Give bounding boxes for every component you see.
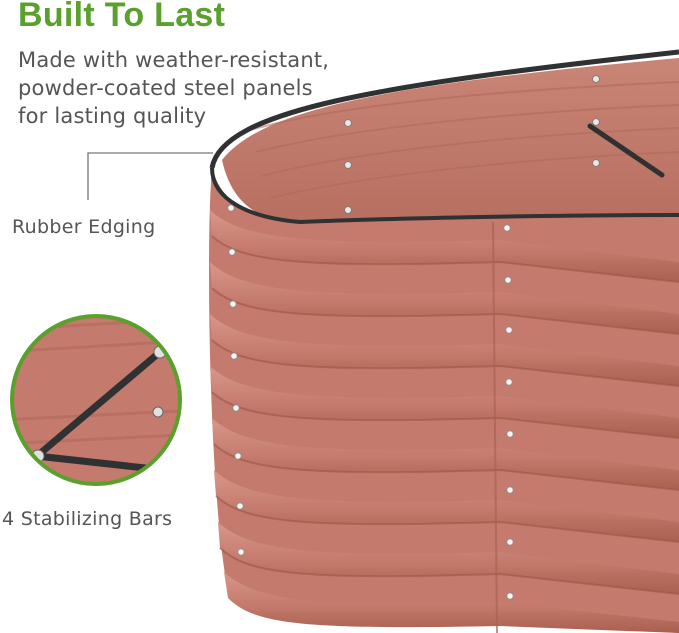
- stabilizing-bars-label: 4 Stabilizing Bars: [2, 508, 173, 530]
- rubber-edging-back: [209, 49, 679, 169]
- stabilizing-bars-zoom: [10, 314, 182, 486]
- rubber-edging-label: Rubber Edging: [12, 216, 156, 238]
- bed-body: [209, 168, 679, 633]
- stabilizing-bar: [587, 123, 665, 178]
- description-line: powder-coated steel panels: [18, 76, 313, 100]
- description-line: for lasting quality: [18, 104, 207, 128]
- description: Made with weather-resistant, powder-coat…: [18, 46, 348, 130]
- inner-wall-ribs: [249, 81, 679, 199]
- inner-wall: [222, 58, 679, 222]
- rubber-edging-leader-line: [87, 152, 213, 200]
- headline: Built To Last: [18, 0, 226, 34]
- panel-bolts: [227, 204, 514, 600]
- description-line: Made with weather-resistant,: [18, 48, 330, 72]
- rubber-edging: [210, 167, 679, 225]
- corrugation-ribs: [210, 210, 679, 633]
- inner-bolts: [344, 75, 600, 214]
